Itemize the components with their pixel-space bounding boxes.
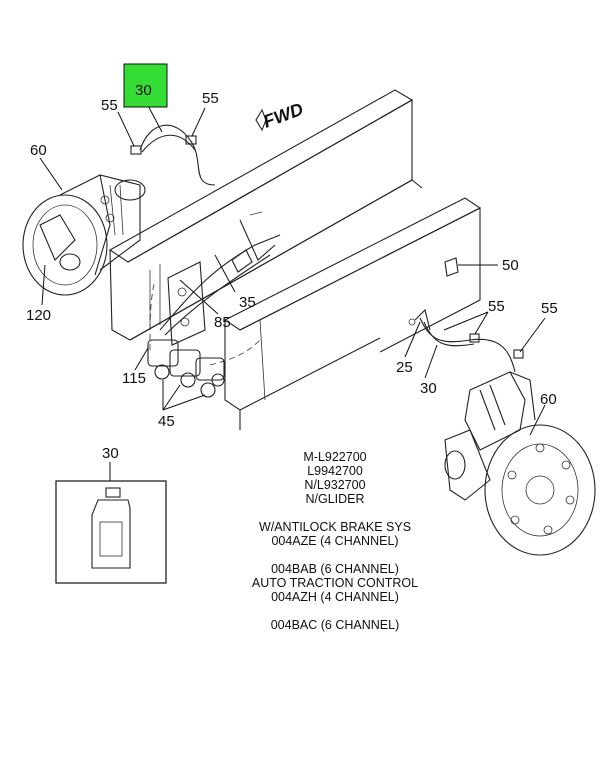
highlighted-part-box[interactable] [123, 63, 168, 108]
fwd-label: FWD [261, 99, 306, 132]
note-spacer [230, 604, 440, 618]
frame-rail-lower [223, 197, 482, 430]
callout-50: 50 [502, 257, 519, 274]
callout-45: 45 [158, 413, 175, 430]
callout-55-right-b: 55 [541, 300, 558, 317]
brake-assembly-right [444, 371, 596, 556]
inset-box [55, 480, 167, 584]
callout-115: 115 [122, 370, 146, 387]
note-spacer [230, 548, 440, 562]
sensor-clip [444, 257, 459, 277]
callout-55-right-a: 55 [488, 298, 505, 315]
callout-30-highlighted[interactable]: 30 [135, 82, 152, 99]
note-line: N/GLIDER [305, 492, 365, 506]
note-line: W/ANTILOCK BRAKE SYS [258, 520, 412, 534]
callout-60-left: 60 [30, 142, 47, 159]
applicability-notes: M-L922700 L9942700 N/L932700 N/GLIDER W/… [230, 450, 440, 632]
cable-clamps [130, 135, 524, 359]
note-line: AUTO TRACTION CONTROL [251, 576, 419, 590]
harness-right [408, 308, 516, 373]
callout-85: 85 [214, 314, 231, 331]
callout-120: 120 [26, 307, 51, 324]
modulator-valves [147, 339, 225, 398]
callout-30-inset: 30 [102, 445, 119, 462]
callout-25: 25 [396, 359, 413, 376]
callout-55-left-a: 55 [101, 97, 118, 114]
callout-60-right: 60 [540, 391, 557, 408]
mounting-bracket [167, 261, 206, 346]
callout-55-left-b: 55 [202, 90, 219, 107]
note-line: 004BAC (6 CHANNEL) [270, 618, 400, 632]
callout-35: 35 [239, 294, 256, 311]
bottle-icon [91, 487, 131, 569]
harness-cables [139, 124, 281, 366]
note-line: L9942700 [307, 464, 363, 478]
note-line: M-L922700 [303, 450, 367, 464]
brake-assembly-left [22, 174, 146, 296]
note-line: N/L932700 [304, 478, 366, 492]
note-line: 004AZH (4 CHANNEL) [271, 590, 399, 604]
note-line: 004BAB (6 CHANNEL) [271, 562, 399, 576]
note-spacer [230, 506, 440, 520]
fwd-indicator: FWD [255, 99, 306, 132]
leader-lines [39, 99, 546, 481]
note-line: 004AZE (4 CHANNEL) [271, 534, 399, 548]
callout-30-right: 30 [420, 380, 437, 397]
